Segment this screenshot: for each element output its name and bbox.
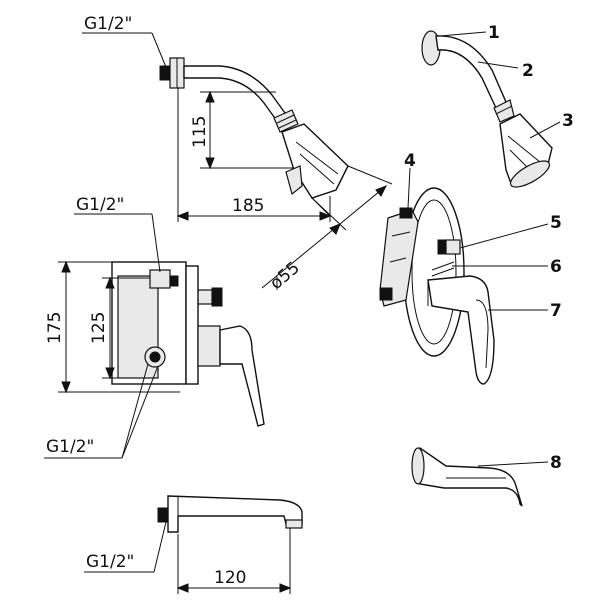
spout-exploded-view bbox=[411, 446, 549, 507]
spout-dimensioned-view bbox=[84, 495, 303, 594]
callout-5: 5 bbox=[550, 213, 562, 233]
callout-7: 7 bbox=[550, 301, 562, 321]
shower-arm-exploded-view bbox=[421, 30, 561, 188]
callout-1: 1 bbox=[488, 23, 500, 43]
callout-6: 6 bbox=[550, 257, 562, 277]
valve-exploded-view bbox=[379, 167, 549, 385]
valve-height-inner-dimension: 125 bbox=[89, 312, 109, 344]
callout-2: 2 bbox=[522, 61, 534, 81]
shower-arm-dimensioned-view bbox=[82, 32, 393, 289]
valve-dimensioned-view bbox=[44, 213, 265, 459]
shower-head-diameter-dimension: ø55 bbox=[266, 258, 303, 294]
spout-length-dimension: 120 bbox=[214, 568, 246, 588]
valve-thread-top-label: G1/2" bbox=[76, 195, 124, 215]
valve-height-outer-dimension: 175 bbox=[45, 312, 65, 344]
shower-projection-dimension: 185 bbox=[232, 196, 264, 216]
shower-drop-dimension: 115 bbox=[190, 116, 210, 148]
shower-inlet-thread-label: G1/2" bbox=[84, 14, 132, 34]
valve-thread-bottom-label: G1/2" bbox=[46, 437, 94, 457]
callout-3: 3 bbox=[562, 111, 574, 131]
callout-4: 4 bbox=[404, 151, 416, 171]
callout-8: 8 bbox=[550, 453, 562, 473]
spout-thread-label: G1/2" bbox=[86, 552, 134, 572]
